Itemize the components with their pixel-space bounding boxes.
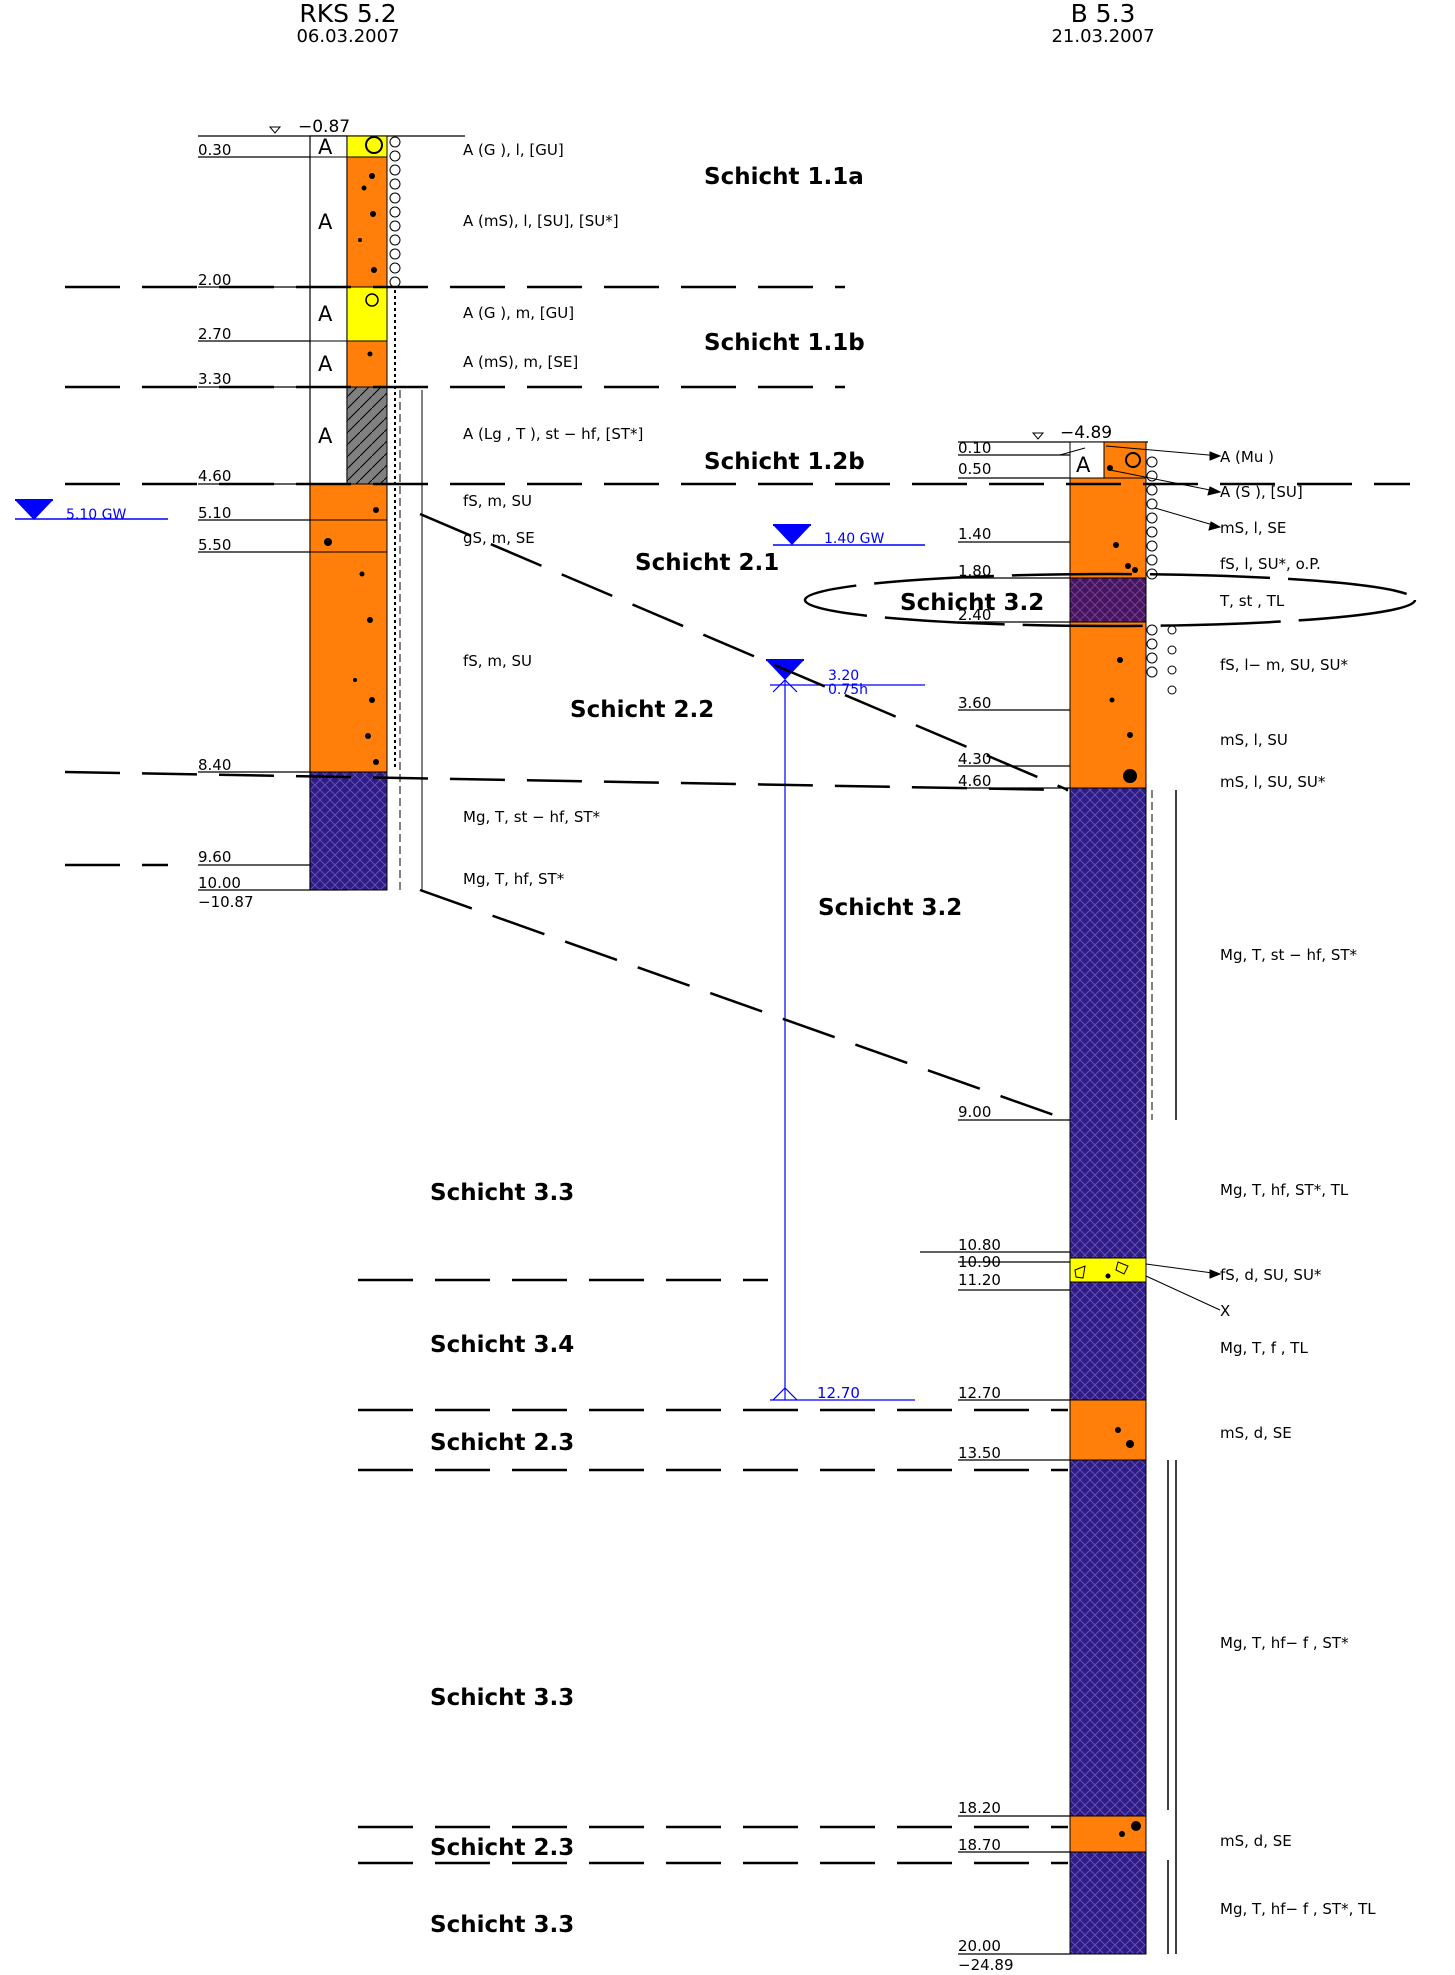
b-depth-label: 3.60 <box>958 694 991 712</box>
b-title: B 5.3 <box>1071 0 1136 28</box>
b-depth-label: 18.20 <box>958 1799 1001 1817</box>
surface-marker-icon <box>268 126 282 134</box>
rks-depth-label: 2.70 <box>198 325 231 343</box>
layer-label: Schicht 1.1b <box>704 330 865 356</box>
b-depth-label: 12.70 <box>958 1384 1001 1402</box>
rks-depth-label: 4.60 <box>198 467 231 485</box>
rks-desc: A (G ), l, [GU] <box>463 141 564 159</box>
b-depth-label: 1.40 <box>958 525 991 543</box>
layer-label: Schicht 2.3 <box>430 1835 574 1861</box>
b-desc: mS, d, SE <box>1220 1424 1292 1442</box>
b-depth-label: 11.20 <box>958 1271 1001 1289</box>
surface-marker-icon <box>1031 432 1045 440</box>
rks-depth-label: 2.00 <box>198 271 231 289</box>
layer-label: Schicht 3.3 <box>430 1912 574 1938</box>
b-depth-label: 0.10 <box>958 439 991 457</box>
rks-a-letter: A <box>318 302 333 326</box>
b-depth-label: 4.60 <box>958 772 991 790</box>
b-a-letter: A <box>1076 453 1091 477</box>
rks-title: RKS 5.2 <box>299 0 396 28</box>
layer-label: Schicht 3.3 <box>430 1685 574 1711</box>
rks-desc: fS, m, SU <box>463 492 532 510</box>
layer-label: Schicht 1.1a <box>704 164 864 190</box>
b-desc: fS, d, SU, SU* <box>1220 1266 1322 1284</box>
rks-depth-label: 8.40 <box>198 756 231 774</box>
layer-label: Schicht 2.3 <box>430 1430 574 1456</box>
b-desc: A (S ), [SU] <box>1220 483 1303 501</box>
layer-label: Schicht 2.2 <box>570 697 714 723</box>
rks-date: 06.03.2007 <box>296 26 399 47</box>
rks-desc: fS, m, SU <box>463 652 532 670</box>
b-desc: T, st , TL <box>1219 592 1285 610</box>
rks-a-letter: A <box>318 135 333 159</box>
rks-desc: A (mS), l, [SU], [SU*] <box>463 212 619 230</box>
rks-depth-label: 10.00 <box>198 874 241 892</box>
rks-depth-label: 5.10 <box>198 504 231 522</box>
b-gw2-sub: 0.75h <box>828 682 868 698</box>
rks-a-letter: A <box>318 210 333 234</box>
b-desc: A (Mu ) <box>1220 448 1274 466</box>
b-depth-label: 0.50 <box>958 460 991 478</box>
b-desc: fS, l, SU*, o.P. <box>1220 555 1321 573</box>
rks-desc: A (G ), m, [GU] <box>463 304 574 322</box>
b-desc: Mg, T, f , TL <box>1220 1339 1308 1357</box>
rks-desc: gS, m, SE <box>463 529 535 547</box>
rks-desc: A (Lg , T ), st − hf, [ST*] <box>463 425 643 443</box>
correlation-lines <box>64 285 1410 1865</box>
rks-gw-label: 5.10 GW <box>66 507 126 523</box>
b-desc: Mg, T, hf− f , ST* <box>1220 1634 1349 1652</box>
b-desc: mS, d, SE <box>1220 1832 1292 1850</box>
rks-desc: Mg, T, st − hf, ST* <box>463 808 601 826</box>
layer-label: Schicht 3.3 <box>430 1180 574 1206</box>
b-desc: X <box>1220 1302 1230 1320</box>
rks-desc: A (mS), m, [SE] <box>463 353 578 371</box>
rks-top-elevation: −0.87 <box>298 117 350 137</box>
rks-a-letter: A <box>318 352 333 376</box>
layer-label: Schicht 3.2 <box>900 590 1044 616</box>
groundwater-triangle-icon <box>15 500 53 520</box>
b-desc: Mg, T, hf− f , ST*, TL <box>1220 1900 1376 1918</box>
b-depth-label: 13.50 <box>958 1444 1001 1462</box>
b-gw-label: 1.40 GW <box>824 531 884 547</box>
b-gw-bottom: 12.70 <box>817 1384 860 1402</box>
b-depth-label: 10.80 <box>958 1236 1001 1254</box>
rks-depth-label: 3.30 <box>198 370 231 388</box>
b-column: −4.89 A <box>766 423 1376 1974</box>
b-desc: fS, l− m, SU, SU* <box>1220 656 1349 674</box>
b-desc: mS, l, SE <box>1220 519 1286 537</box>
rks-bottom-elevation: −10.87 <box>198 893 254 911</box>
b-bottom-elevation: −24.89 <box>958 1956 1014 1974</box>
b-depth-label: 18.70 <box>958 1836 1001 1854</box>
b-top-elevation: −4.89 <box>1060 423 1112 443</box>
b-depth-label: 20.00 <box>958 1937 1001 1955</box>
rks-column: −0.87 A A A A A <box>15 117 643 911</box>
rks-depth-label: 0.30 <box>198 141 231 159</box>
b-desc: mS, l, SU, SU* <box>1220 773 1326 791</box>
b-desc: Mg, T, hf, ST*, TL <box>1220 1181 1349 1199</box>
layer-label: Schicht 2.1 <box>635 550 779 576</box>
b-gw2-value: 3.20 <box>828 668 859 684</box>
layer-label: Schicht 3.2 <box>818 895 962 921</box>
b-desc: Mg, T, st − hf, ST* <box>1220 946 1358 964</box>
b-date: 21.03.2007 <box>1051 26 1154 47</box>
layer-label: Schicht 3.4 <box>430 1332 574 1358</box>
groundwater-triangle-icon <box>773 525 811 545</box>
b-depth-label: 2.40 <box>958 606 991 624</box>
lens-outline <box>803 572 1417 628</box>
layer-label: Schicht 1.2b <box>704 449 865 475</box>
rks-a-letter: A <box>318 424 333 448</box>
rks-desc: Mg, T, hf, ST* <box>463 870 565 888</box>
b-depth-label: 4.30 <box>958 750 991 768</box>
b-desc: mS, l, SU <box>1220 731 1288 749</box>
rks-depth-label: 9.60 <box>198 848 231 866</box>
rks-depth-label: 5.50 <box>198 536 231 554</box>
b-depth-label: 10.90 <box>958 1253 1001 1271</box>
b-depth-label: 9.00 <box>958 1103 991 1121</box>
